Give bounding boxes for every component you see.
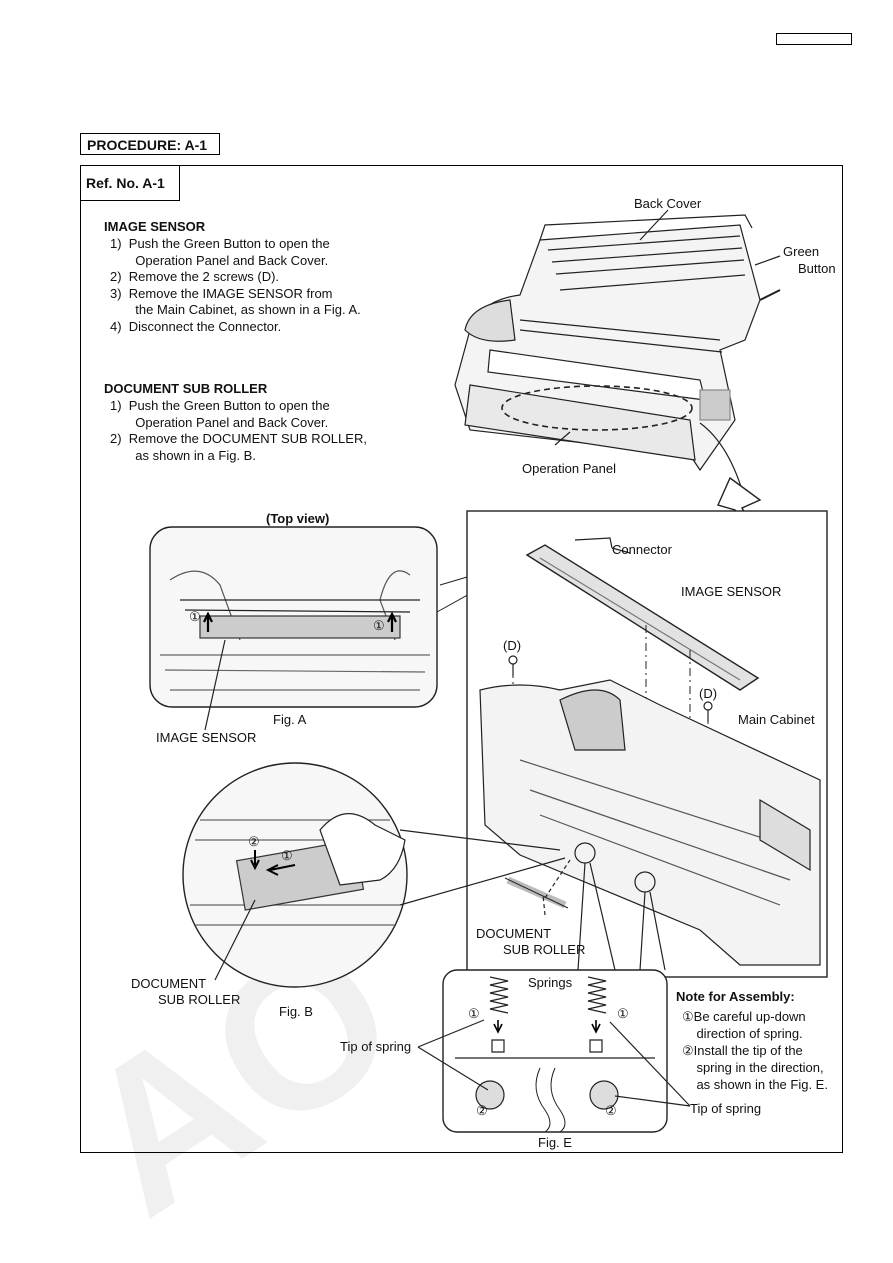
image-sensor-section: IMAGE SENSOR 1) Push the Green Button to… [104, 219, 361, 335]
header-box [776, 33, 852, 45]
procedure-frame [80, 165, 843, 1153]
step-line: as shown in a Fig. B. [110, 447, 256, 463]
label-top-view: (Top view) [266, 511, 330, 526]
circle-1-a-left: ① [189, 609, 201, 624]
note-line: direction of spring. [682, 1026, 803, 1041]
step-line: 3) Remove the IMAGE SENSOR from [110, 285, 333, 301]
assembly-note: Note for Assembly: ①Be careful up-down d… [676, 989, 828, 1093]
label-connector: Connector [612, 542, 672, 557]
circle-1-e-left: ① [468, 1006, 480, 1021]
step-line: 2) Remove the DOCUMENT SUB ROLLER, [110, 431, 367, 446]
image-sensor-title: IMAGE SENSOR [104, 219, 206, 234]
circle-1-e-right: ① [617, 1006, 629, 1021]
label-tip-of-spring-2: Tip of spring [690, 1101, 762, 1116]
label-main-cabinet: Main Cabinet [738, 712, 815, 727]
label-operation-panel: Operation Panel [522, 461, 616, 476]
label-button: Button [798, 261, 836, 276]
note-line: as shown in the Fig. E. [682, 1077, 828, 1092]
label-fig-e: Fig. E [538, 1135, 572, 1150]
step-line: 2) Remove the 2 screws (D). [110, 269, 280, 284]
note-line: ①Be careful up-down [682, 1009, 806, 1024]
label-sub-roller-b: SUB ROLLER [158, 992, 241, 1007]
procedure-title: PROCEDURE: A-1 [80, 133, 220, 155]
doc-sub-roller-title: DOCUMENT SUB ROLLER [104, 381, 268, 396]
label-document-b: DOCUMENT [131, 976, 207, 991]
label-document: DOCUMENT [476, 926, 552, 941]
label-image-sensor-a: IMAGE SENSOR [156, 730, 257, 745]
step-line: 1) Push the Green Button to open the [110, 398, 330, 413]
step-line: 4) Disconnect the Connector. [110, 318, 282, 334]
circle-2-e-left: ② [476, 1103, 488, 1118]
label-screw-d-2: (D) [699, 686, 718, 701]
note-line: ②Install the tip of the [682, 1043, 803, 1058]
circle-1-b: ① [281, 848, 293, 863]
note-line: spring in the direction, [682, 1060, 824, 1075]
label-springs: Springs [528, 975, 573, 990]
doc-sub-roller-section: DOCUMENT SUB ROLLER 1) Push the Green Bu… [104, 381, 367, 464]
fax-machine-illustration [454, 214, 781, 531]
label-green: Green [783, 244, 820, 259]
step-line: 1) Push the Green Button to open the [110, 236, 330, 251]
label-back-cover: Back Cover [634, 196, 702, 211]
label-fig-a: Fig. A [273, 712, 307, 727]
label-image-sensor-main: IMAGE SENSOR [681, 584, 782, 599]
circle-2-b: ② [248, 834, 260, 849]
label-sub-roller: SUB ROLLER [503, 942, 586, 957]
label-fig-b: Fig. B [279, 1004, 313, 1019]
circle-1-a-right: ① [373, 618, 385, 633]
ref-no: Ref. No. A-1 [80, 165, 180, 201]
label-tip-of-spring-1: Tip of spring [340, 1039, 412, 1054]
note-title: Note for Assembly: [676, 989, 795, 1004]
step-line: Operation Panel and Back Cover. [110, 414, 329, 430]
circle-2-e-right: ② [605, 1103, 617, 1118]
step-line: Operation Panel and Back Cover. [110, 252, 329, 268]
step-line: the Main Cabinet, as shown in a Fig. A. [110, 302, 361, 317]
label-screw-d-1: (D) [503, 638, 522, 653]
